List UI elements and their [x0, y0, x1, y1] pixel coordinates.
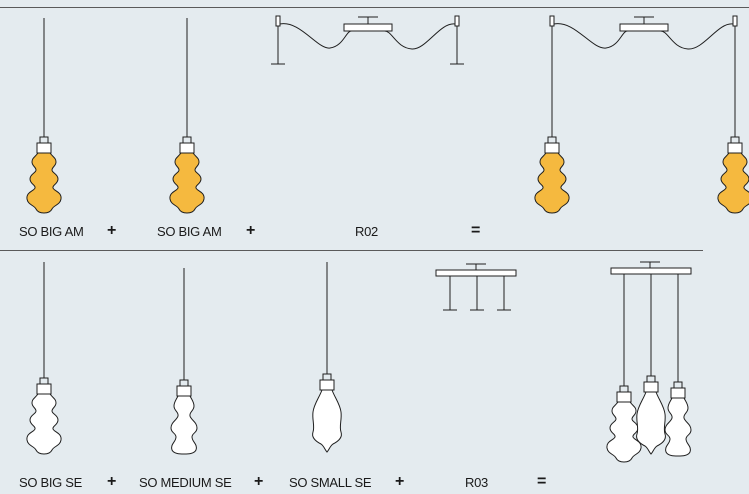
composite-bulb-medium-se: [664, 381, 692, 457]
bulb-so-medium-se: [170, 268, 198, 455]
label-r02: R02: [355, 224, 378, 239]
canopy-r03: [435, 263, 517, 311]
canopy-r02: [271, 15, 464, 65]
label-so-medium-se: SO MEDIUM SE: [139, 475, 232, 490]
composite-bulb-small-se: [636, 375, 666, 455]
label-so-big-se: SO BIG SE: [19, 475, 83, 490]
composite-bulb-left: [534, 136, 570, 214]
composite-r03: [610, 261, 692, 386]
composite-r02: [549, 15, 738, 137]
plus-2: +: [246, 222, 256, 239]
label-r03: R03: [465, 475, 488, 490]
plus-4: +: [254, 473, 264, 490]
equals-2: =: [537, 473, 547, 490]
bulb-so-big-se: [26, 262, 62, 455]
plus-3: +: [107, 473, 117, 490]
bulb-so-big-am-1: [26, 18, 62, 214]
label-so-small-se: SO SMALL SE: [289, 475, 372, 490]
plus-1: +: [107, 222, 117, 239]
plus-5: +: [395, 473, 405, 490]
composite-bulb-big-se: [606, 385, 642, 463]
label-so-big-am-1: SO BIG AM: [19, 224, 84, 239]
label-so-big-am-2: SO BIG AM: [157, 224, 222, 239]
composite-bulb-right: [717, 136, 749, 214]
bulb-so-big-am-2: [169, 18, 205, 214]
bulb-so-small-se: [312, 262, 342, 453]
equals-1: =: [471, 222, 481, 239]
